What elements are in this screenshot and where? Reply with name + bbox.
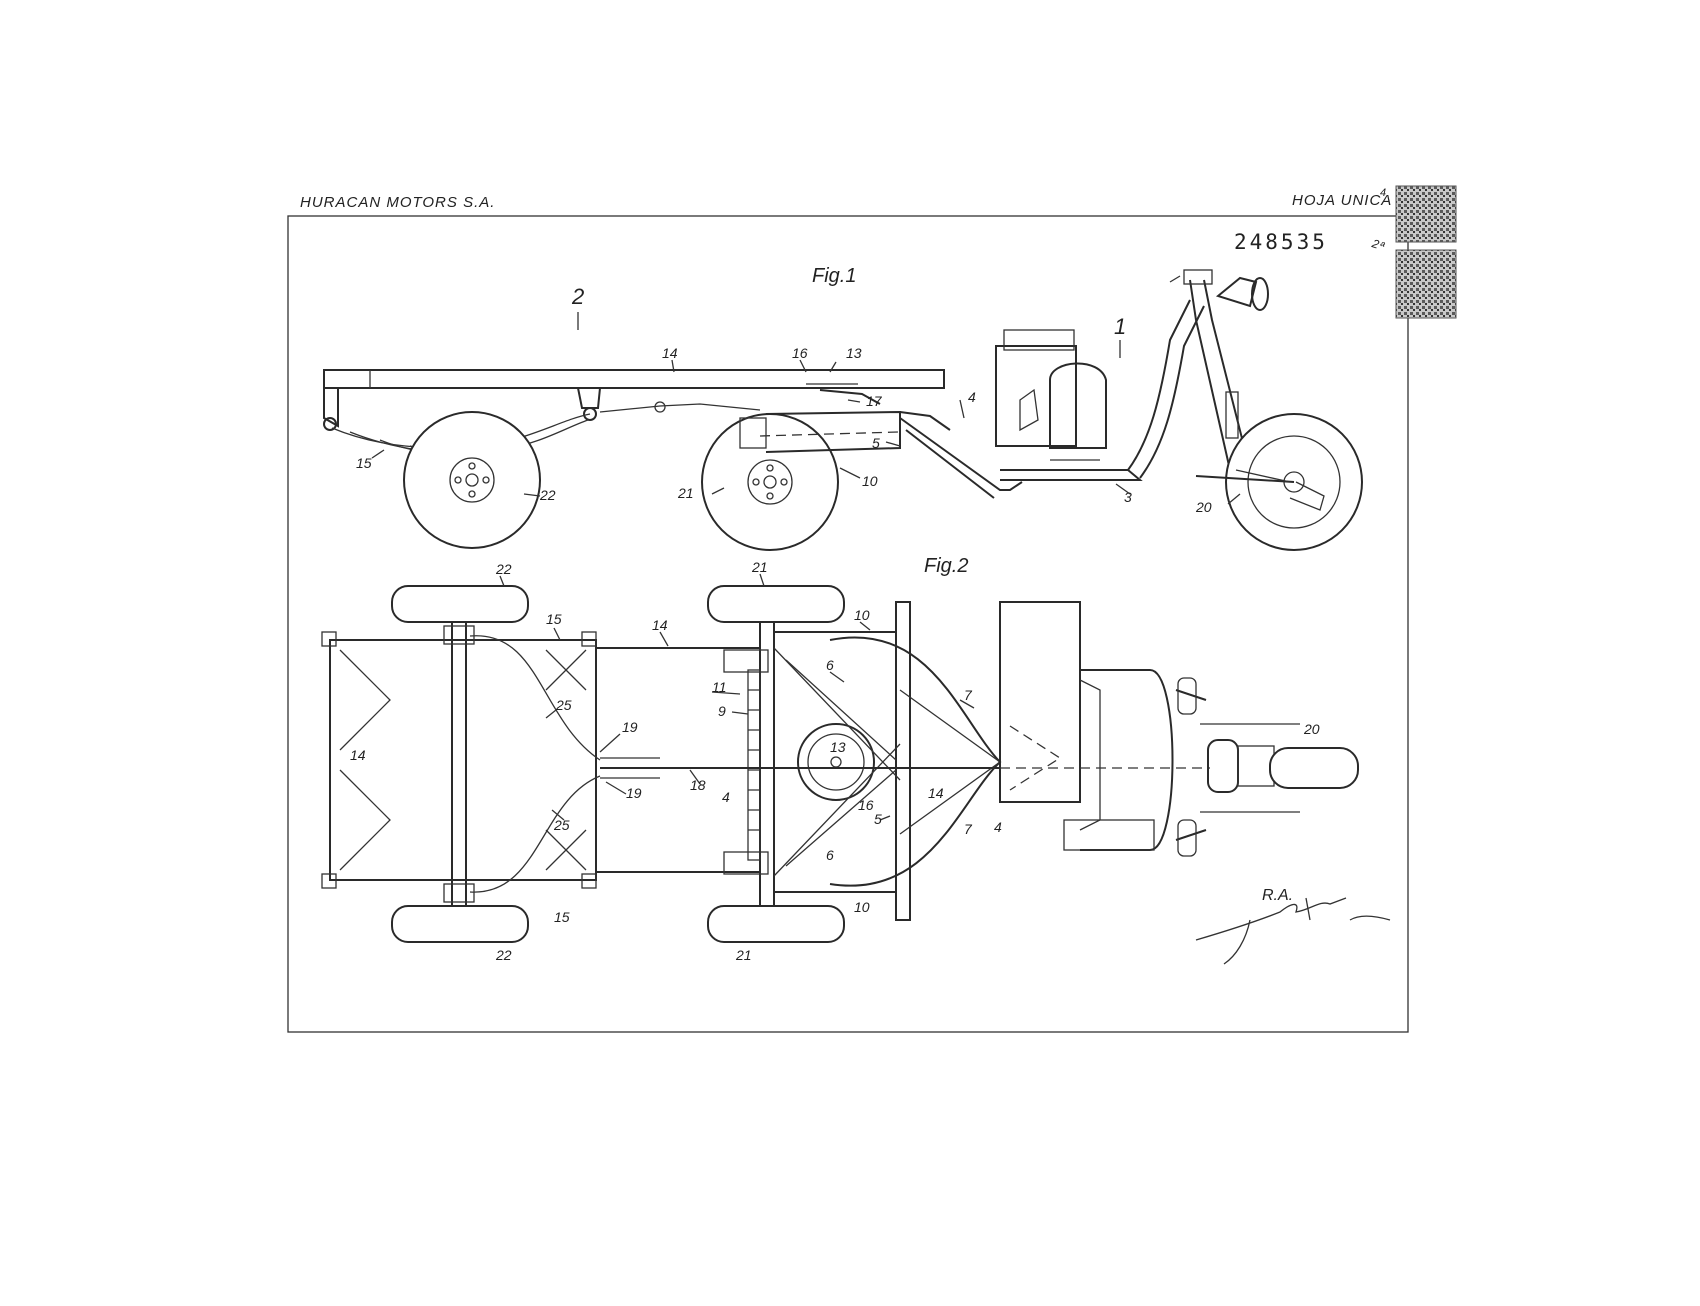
rear-wheel-22 (403, 411, 541, 549)
fig2-label: 18 (690, 777, 706, 793)
fig2-label: 19 (626, 785, 642, 801)
fig2-label: 21 (735, 947, 752, 963)
fig1-label: 20 (1195, 499, 1212, 515)
fig2-label: 19 (622, 719, 638, 735)
fig2-label: 10 (854, 899, 870, 915)
fig2-label: 10 (854, 607, 870, 623)
fig2-label: 5 (874, 811, 882, 827)
fig2-label: 6 (826, 847, 834, 863)
engine-block (995, 345, 1077, 447)
fig2-label: 7 (964, 821, 973, 837)
middle-wheel-21-bottom (707, 905, 845, 943)
drawing-frame (287, 215, 1409, 1033)
sheet-label: HOJA UNICA (1292, 192, 1393, 209)
fig1-label: 15 (356, 455, 372, 471)
fig1-label: 1 (1114, 314, 1126, 339)
front-wheel-20-top (1269, 747, 1359, 789)
fig2-label: 15 (554, 909, 570, 925)
fig1-side-view (323, 269, 1363, 551)
fig1-title: Fig.1 (812, 265, 856, 287)
fig2-label: 14 (350, 747, 366, 763)
signature-initials: R.A. (1262, 887, 1293, 904)
fig2-label: 9 (718, 703, 726, 719)
fig1-label: 13 (846, 345, 862, 361)
fig1-label: 5 (872, 435, 880, 451)
official-stamp-2 (1395, 249, 1457, 319)
fig1-label: 21 (677, 485, 694, 501)
fig1-label: 17 (866, 393, 883, 409)
fig2-label: 16 (858, 797, 874, 813)
fig2-label: 14 (928, 785, 944, 801)
fig2-top-view (321, 573, 1359, 943)
rear-wheel-22-top (391, 585, 529, 623)
fig1-label: 16 (792, 345, 808, 361)
fig2-label: 15 (546, 611, 562, 627)
scooter-floorboard (999, 601, 1081, 803)
fig2-label: 4 (994, 819, 1002, 835)
fig2-title: Fig.2 (924, 555, 968, 577)
fig1-label: 3 (1124, 489, 1132, 505)
rear-wheel-22-bottom (391, 905, 529, 943)
fig2-reference-labels: 22 21 15 14 10 6 11 9 25 19 19 13 7 14 1… (350, 559, 1320, 963)
fig2-label: 22 (495, 561, 512, 577)
fig2-label: 6 (826, 657, 834, 673)
fig2-label: 25 (555, 697, 572, 713)
fig1-reference-labels: 2 1 14 16 13 17 4 5 10 15 22 21 3 20 (356, 284, 1212, 515)
official-stamp-1 (1395, 185, 1457, 243)
fig2-label: 14 (652, 617, 668, 633)
turntable (797, 723, 875, 801)
fig2-label: 22 (495, 947, 512, 963)
trailer-platform (323, 369, 945, 389)
handwritten-signature: R.A. (1195, 887, 1391, 965)
fig1-label: 4 (968, 389, 976, 405)
fig2-label: 11 (712, 679, 727, 695)
fig2-label: 4 (722, 789, 730, 805)
fig2-label: 21 (751, 559, 768, 575)
fig1-label: 2 (571, 284, 584, 309)
fig2-label: 20 (1303, 721, 1320, 737)
fig1-label: 14 (662, 345, 678, 361)
company-name: HURACAN MOTORS S.A. (300, 194, 496, 211)
fig2-label: 7 (964, 687, 973, 703)
fig2-label: 25 (553, 817, 570, 833)
fig1-label: 22 (539, 487, 556, 503)
patent-number: 248535 (1234, 230, 1328, 254)
middle-wheel-21-top (707, 585, 845, 623)
fig2-label: 13 (830, 739, 846, 755)
sheet-superscript: 4 (1380, 187, 1388, 199)
fig1-label: 10 (862, 473, 878, 489)
